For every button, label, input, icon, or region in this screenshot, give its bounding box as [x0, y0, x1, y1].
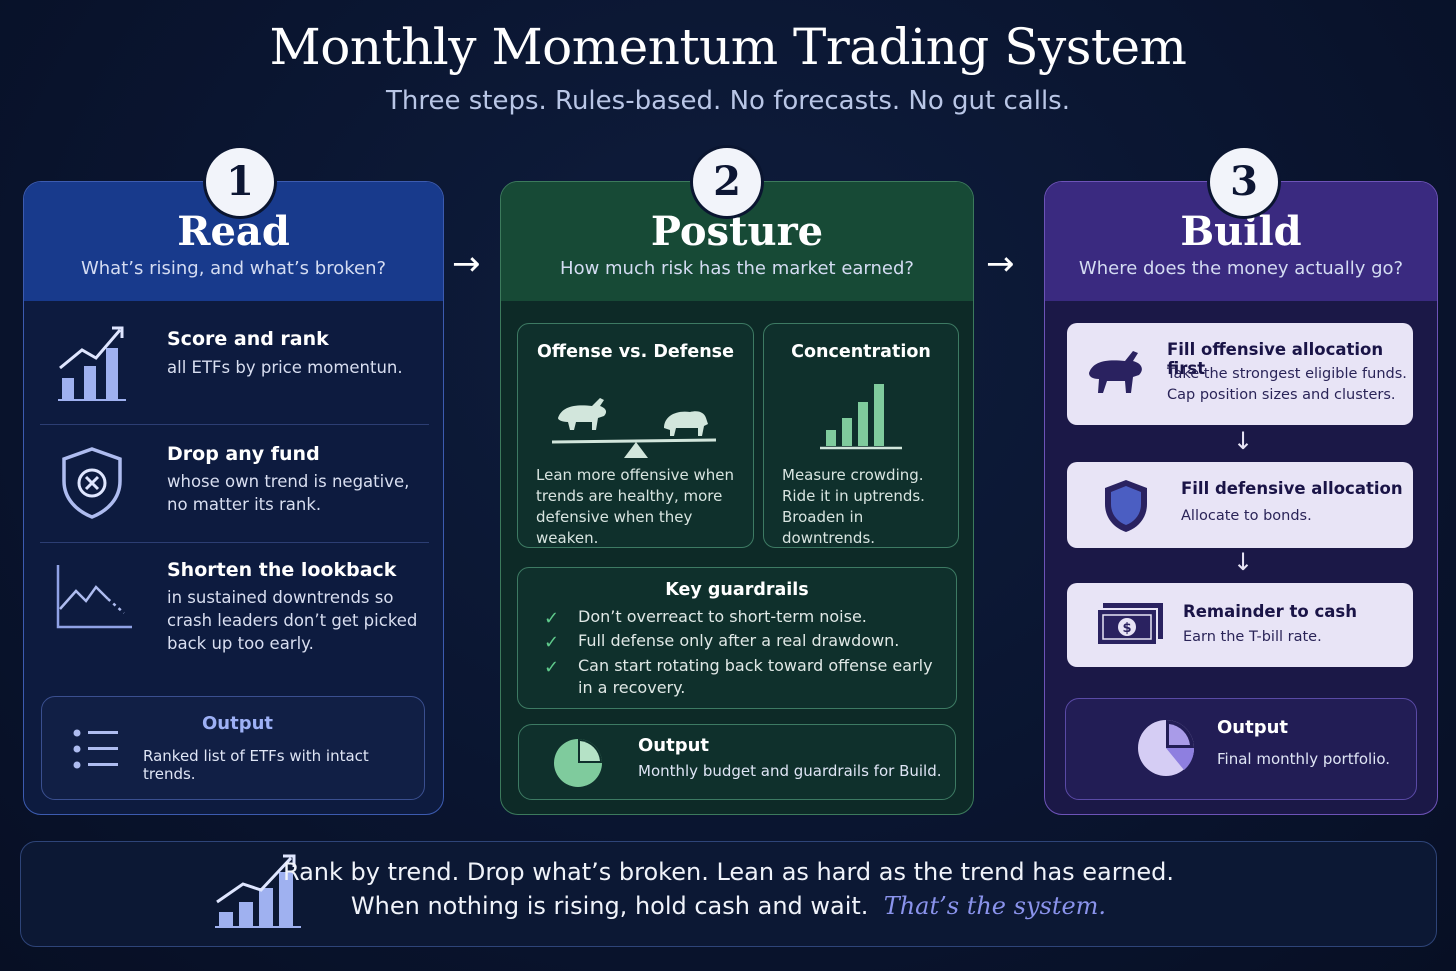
- footer-line-1: Rank by trend. Drop what’s broken. Lean …: [282, 858, 1175, 886]
- summary-footer: Rank by trend. Drop what’s broken. Lean …: [20, 841, 1437, 947]
- build-output-box: Output Final monthly portfolio.: [1065, 698, 1417, 800]
- bar-chart-up-icon: [215, 854, 301, 928]
- divider: [40, 542, 429, 543]
- step-number-3: 3: [1210, 148, 1278, 216]
- read-output-label: Output: [202, 713, 274, 734]
- posture-card-text: Lean more offensive when trends are heal…: [536, 466, 735, 547]
- build-card-text: Allocate to bonds.: [1181, 508, 1312, 524]
- posture-card-title: Offense vs. Defense: [537, 342, 734, 362]
- arrow-down-icon: ↓: [1233, 548, 1254, 576]
- read-item-score: Score and rank all ETFs by price momentu…: [40, 320, 429, 420]
- guardrails-box: Key guardrails ✓ Don’t overreact to shor…: [517, 567, 957, 709]
- read-item-body: whose own trend is negative, no matter i…: [167, 472, 410, 514]
- page-title: Monthly Momentum Trading System: [269, 18, 1187, 76]
- read-item-head: Score and rank: [167, 328, 329, 350]
- bull-icon: [1089, 351, 1142, 393]
- build-card-title: Remainder to cash: [1183, 602, 1357, 621]
- posture-output-label: Output: [638, 735, 710, 756]
- pie-chart-icon: [1138, 720, 1195, 776]
- arrow-down-icon: ↓: [1233, 427, 1254, 455]
- step-number-2: 2: [693, 148, 761, 216]
- divider: [40, 424, 429, 425]
- footer-line-2-text: When nothing is rising, hold cash and wa…: [350, 892, 869, 920]
- shield-x-icon: [62, 447, 122, 519]
- step-read-title: Read: [177, 208, 290, 255]
- bar-chart-icon: [820, 384, 902, 450]
- line-chart-down-icon: [56, 565, 132, 629]
- build-card-text: Earn the T-bill rate.: [1183, 629, 1322, 645]
- step-number-1: 1: [206, 148, 274, 216]
- build-card-defensive: Fill defensive allocation Allocate to bo…: [1067, 462, 1413, 548]
- build-card-title: Fill offensive allocation first: [1167, 340, 1384, 378]
- check-icon: ✓: [544, 608, 560, 629]
- page-subtitle: Three steps. Rules-based. No forecasts. …: [386, 86, 1070, 116]
- build-card-title: Fill defensive allocation: [1181, 479, 1403, 498]
- shield-icon: [1105, 480, 1147, 532]
- posture-card-title: Concentration: [791, 342, 931, 362]
- step-read-question: What’s rising, and what’s broken?: [80, 258, 387, 279]
- read-item-lookback: Shorten the lookback in sustained downtr…: [40, 555, 429, 665]
- bull-bear-scale-icon: [551, 398, 717, 458]
- bar-chart-up-icon: [58, 326, 126, 401]
- build-output-text: Final monthly portfolio.: [1217, 750, 1391, 768]
- build-card-cash: $ Remainder to cash Earn the T-bill rate…: [1067, 583, 1413, 667]
- list-icon: [73, 729, 118, 769]
- guardrail-item: Don’t overreact to short-term noise.: [578, 607, 867, 626]
- guardrails-title: Key guardrails: [665, 580, 809, 600]
- step-build-question: Where does the money actually go?: [1078, 258, 1404, 279]
- read-item-body: all ETFs by price momentun.: [167, 358, 403, 377]
- build-card-offensive: Fill offensive allocation first Take the…: [1067, 323, 1413, 425]
- arrow-right-icon: →: [986, 244, 1015, 284]
- step-build-panel: Build Where does the money actually go? …: [1044, 181, 1438, 815]
- build-output-label: Output: [1217, 717, 1289, 738]
- read-item-body: in sustained downtrends so crash leaders…: [167, 588, 418, 653]
- check-icon: ✓: [544, 632, 560, 653]
- footer-emphasis: That’s the system.: [883, 892, 1107, 920]
- posture-output-box: Output Monthly budget and guardrails for…: [518, 724, 956, 800]
- read-output-box: Output Ranked list of ETFs with intact t…: [41, 696, 425, 800]
- arrow-right-icon: →: [452, 244, 481, 284]
- build-card-text: Take the strongest eligible funds. Cap p…: [1167, 366, 1407, 403]
- step-posture-panel: Posture How much risk has the market ear…: [500, 181, 974, 815]
- guardrail-item: Full defense only after a real drawdown.: [578, 631, 900, 650]
- step-read-panel: Read What’s rising, and what’s broken? S…: [23, 181, 444, 815]
- read-item-head: Shorten the lookback: [167, 559, 397, 581]
- posture-output-text: Monthly budget and guardrails for Build.: [638, 762, 942, 780]
- cash-icon: $: [1096, 603, 1163, 646]
- read-item-head: Drop any fund: [167, 443, 320, 465]
- posture-card-text: Measure crowding. Ride it in uptrends. B…: [782, 466, 925, 547]
- read-item-drop: Drop any fund whose own trend is negativ…: [40, 437, 429, 537]
- posture-card-offense-defense: Offense vs. Defense Lean more offensive …: [517, 323, 754, 548]
- guardrail-item: Can start rotating back toward offense e…: [578, 656, 933, 675]
- footer-line-2: When nothing is rising, hold cash and wa…: [21, 892, 1436, 920]
- pie-chart-icon: [554, 739, 602, 787]
- step-posture-title: Posture: [650, 208, 824, 255]
- read-output-text: Ranked list of ETFs with intact trends.: [143, 747, 369, 783]
- guardrail-item: in a recovery.: [578, 678, 686, 697]
- step-posture-question: How much risk has the market earned?: [560, 258, 914, 279]
- check-icon: ✓: [544, 657, 560, 678]
- svg-text:$: $: [1122, 621, 1131, 636]
- posture-card-concentration: Concentration Measure crowding. Ride it …: [763, 323, 959, 548]
